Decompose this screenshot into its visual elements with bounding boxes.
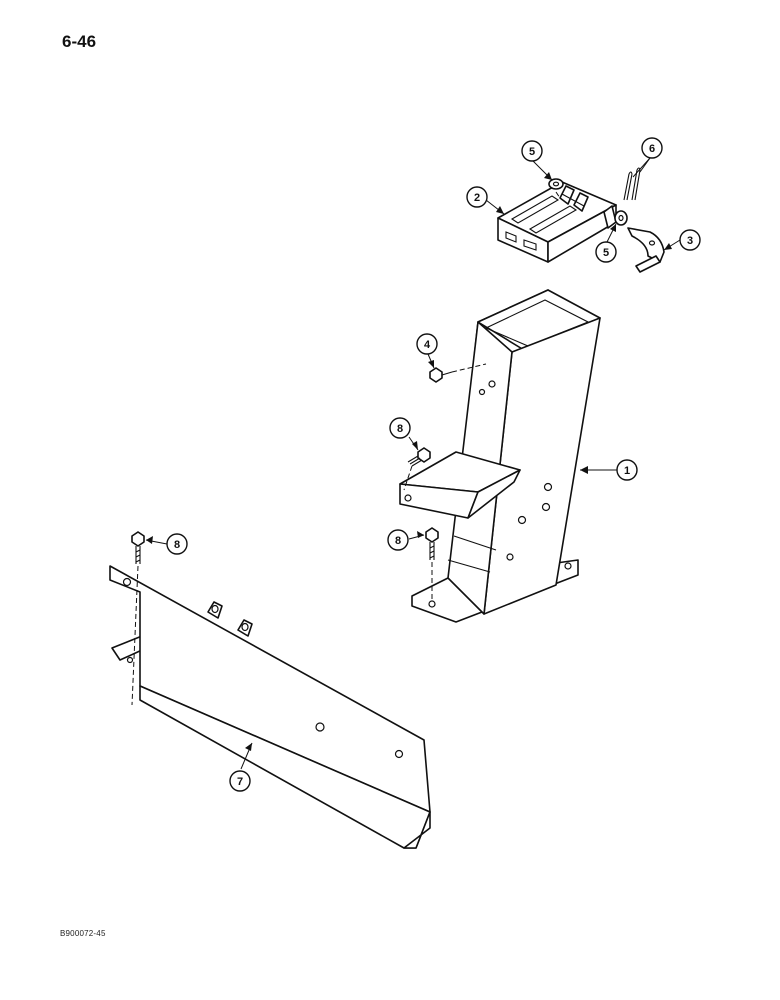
svg-text:3: 3 <box>687 235 693 247</box>
svg-text:8: 8 <box>397 423 403 435</box>
callout-4: 4 <box>416 333 438 355</box>
callout-3: 3 <box>679 229 701 251</box>
svg-text:7: 7 <box>237 776 243 788</box>
svg-text:6: 6 <box>649 143 655 155</box>
svg-text:5: 5 <box>603 247 609 259</box>
bolt-part-8-base <box>425 527 439 560</box>
callout-8-shelf: 8 <box>389 417 411 439</box>
svg-text:8: 8 <box>174 539 180 551</box>
svg-text:4: 4 <box>424 339 431 351</box>
drawing-code: B900072-45 <box>60 929 106 938</box>
bolt-part-4 <box>429 367 453 383</box>
plate-part-7 <box>109 565 431 849</box>
lever-part-3 <box>627 227 665 273</box>
callout-8-plate: 8 <box>166 533 188 555</box>
cotter-pins-part-6 <box>623 167 641 201</box>
svg-text:8: 8 <box>395 535 401 547</box>
callout-8-base: 8 <box>387 529 409 551</box>
svg-text:5: 5 <box>529 146 535 158</box>
bolt-part-8-shelf <box>407 447 431 467</box>
stand-part-1 <box>399 289 601 623</box>
callout-6: 6 <box>641 137 663 159</box>
svg-text:2: 2 <box>474 192 480 204</box>
svg-text:1: 1 <box>624 465 630 477</box>
callout-2: 2 <box>466 186 488 208</box>
callout-5-side: 5 <box>595 241 617 263</box>
callout-5-top: 5 <box>521 140 543 162</box>
bolt-part-8-plate <box>131 531 145 564</box>
bracket-part-2 <box>497 181 617 263</box>
page-number: 6-46 <box>62 32 97 51</box>
callout-7: 7 <box>229 770 251 792</box>
callout-1: 1 <box>616 459 638 481</box>
